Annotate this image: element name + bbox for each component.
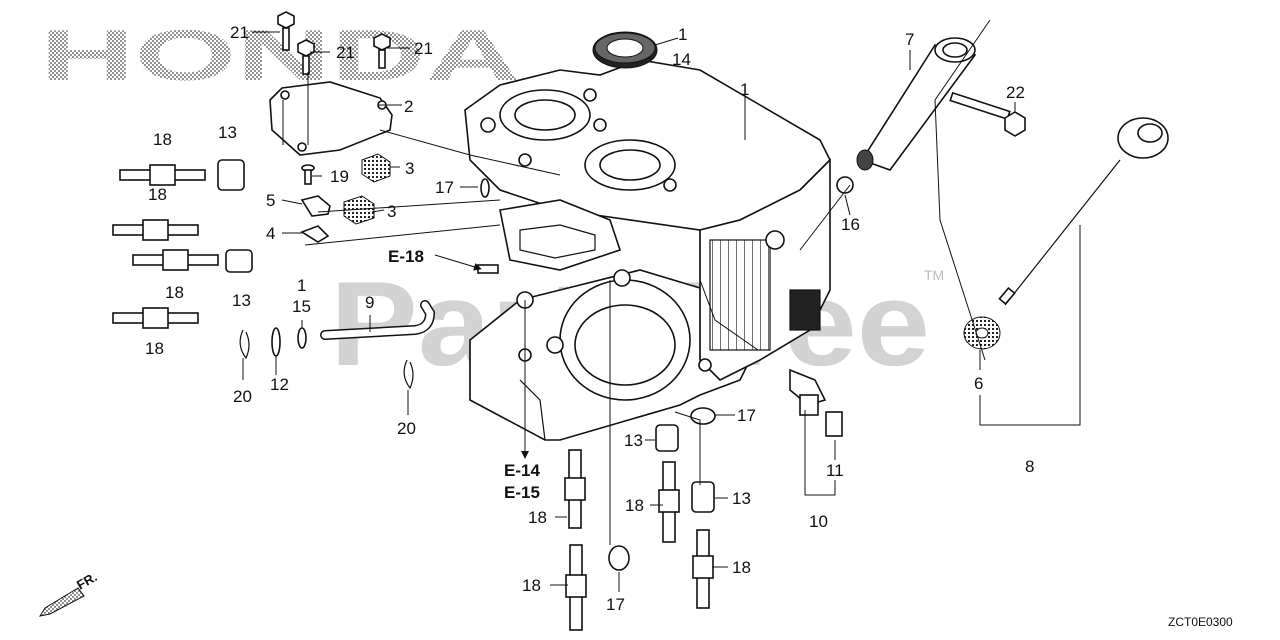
callout: 21 <box>414 39 433 58</box>
callout: 12 <box>270 375 289 394</box>
callout: 17 <box>737 406 756 425</box>
callout: 10 <box>809 512 828 531</box>
callout: 18 <box>165 283 184 302</box>
o-ring-16 <box>836 176 854 194</box>
callout: 13 <box>732 489 751 508</box>
screw-19 <box>301 164 315 185</box>
clip-20-b <box>403 359 414 390</box>
callout: 15 <box>292 297 311 316</box>
callout: 18 <box>153 130 172 149</box>
brand-logo: HONDA <box>40 16 520 96</box>
callout: 17 <box>606 595 625 614</box>
reference-e15: E-15 <box>504 483 540 502</box>
terminal-11 <box>825 411 843 437</box>
watermark-trademark: TM <box>924 267 944 283</box>
spring-15 <box>297 327 307 349</box>
callout: 13 <box>232 291 251 310</box>
callout: 21 <box>336 43 355 62</box>
callout: 3 <box>405 159 414 178</box>
breather-element-3-a <box>361 153 391 183</box>
breather-element-3-b <box>343 195 375 225</box>
callout: 18 <box>732 558 751 577</box>
reed-valve-4 <box>300 225 330 243</box>
callout: 8 <box>1025 457 1034 476</box>
callout: 6 <box>974 374 983 393</box>
clip-20-a <box>239 329 250 360</box>
clip-12 <box>271 327 281 357</box>
bolt-22 <box>949 91 1026 137</box>
o-ring-17-right <box>690 407 716 425</box>
reed-plate-5 <box>300 195 331 217</box>
bolt-21-a <box>277 11 295 51</box>
dowel-13-d <box>691 481 715 513</box>
callout: 7 <box>905 30 914 49</box>
oil-filler-tube-7 <box>856 37 977 171</box>
breather-cover-2 <box>269 81 393 156</box>
bolt-21-c <box>373 33 391 69</box>
callout: 14 <box>672 50 691 69</box>
callout: 4 <box>266 224 275 243</box>
front-direction-arrow: FR. <box>38 569 100 617</box>
dowel-13-a <box>217 159 245 191</box>
callout: 20 <box>397 419 416 438</box>
o-ring-17-bottom <box>608 545 630 571</box>
callout: 18 <box>148 185 167 204</box>
callout: 21 <box>230 23 249 42</box>
callout: 17 <box>435 178 454 197</box>
callout: 5 <box>266 191 275 210</box>
callout: 13 <box>218 123 237 142</box>
callout: 18 <box>528 508 547 527</box>
callout: 1 <box>740 80 749 99</box>
leader-lines <box>242 19 1081 592</box>
dowel-13-b <box>225 249 253 273</box>
callout: 3 <box>387 202 396 221</box>
stud-bolts-bottom <box>564 449 714 631</box>
callout: 1 <box>678 25 687 44</box>
callout: 20 <box>233 387 252 406</box>
reference-e18: E-18 <box>388 247 424 266</box>
dipstick-8 <box>998 117 1169 306</box>
callout: 18 <box>522 576 541 595</box>
callout: 9 <box>365 293 374 312</box>
oil-seal-14 <box>592 31 658 69</box>
dowel-13-c <box>655 424 679 452</box>
callout: 1 <box>297 276 306 295</box>
callout: 13 <box>624 431 643 450</box>
callout: 19 <box>330 167 349 186</box>
diagram-code: ZCT0E0300 <box>1168 615 1233 629</box>
pin-e18 <box>477 264 499 274</box>
callout: 18 <box>145 339 164 358</box>
callout: 16 <box>841 215 860 234</box>
reference-e14: E-14 <box>504 461 540 480</box>
callout: 18 <box>625 496 644 515</box>
o-ring-17-top <box>480 178 490 198</box>
callout-labels: 21 21 21 1 14 2 7 22 1 18 13 3 19 17 18 … <box>145 23 1034 614</box>
callout: 22 <box>1006 83 1025 102</box>
stud-bolts-left <box>112 164 219 329</box>
callout: 11 <box>826 461 844 480</box>
callout: 2 <box>404 97 413 116</box>
crankcase-body <box>464 59 831 441</box>
